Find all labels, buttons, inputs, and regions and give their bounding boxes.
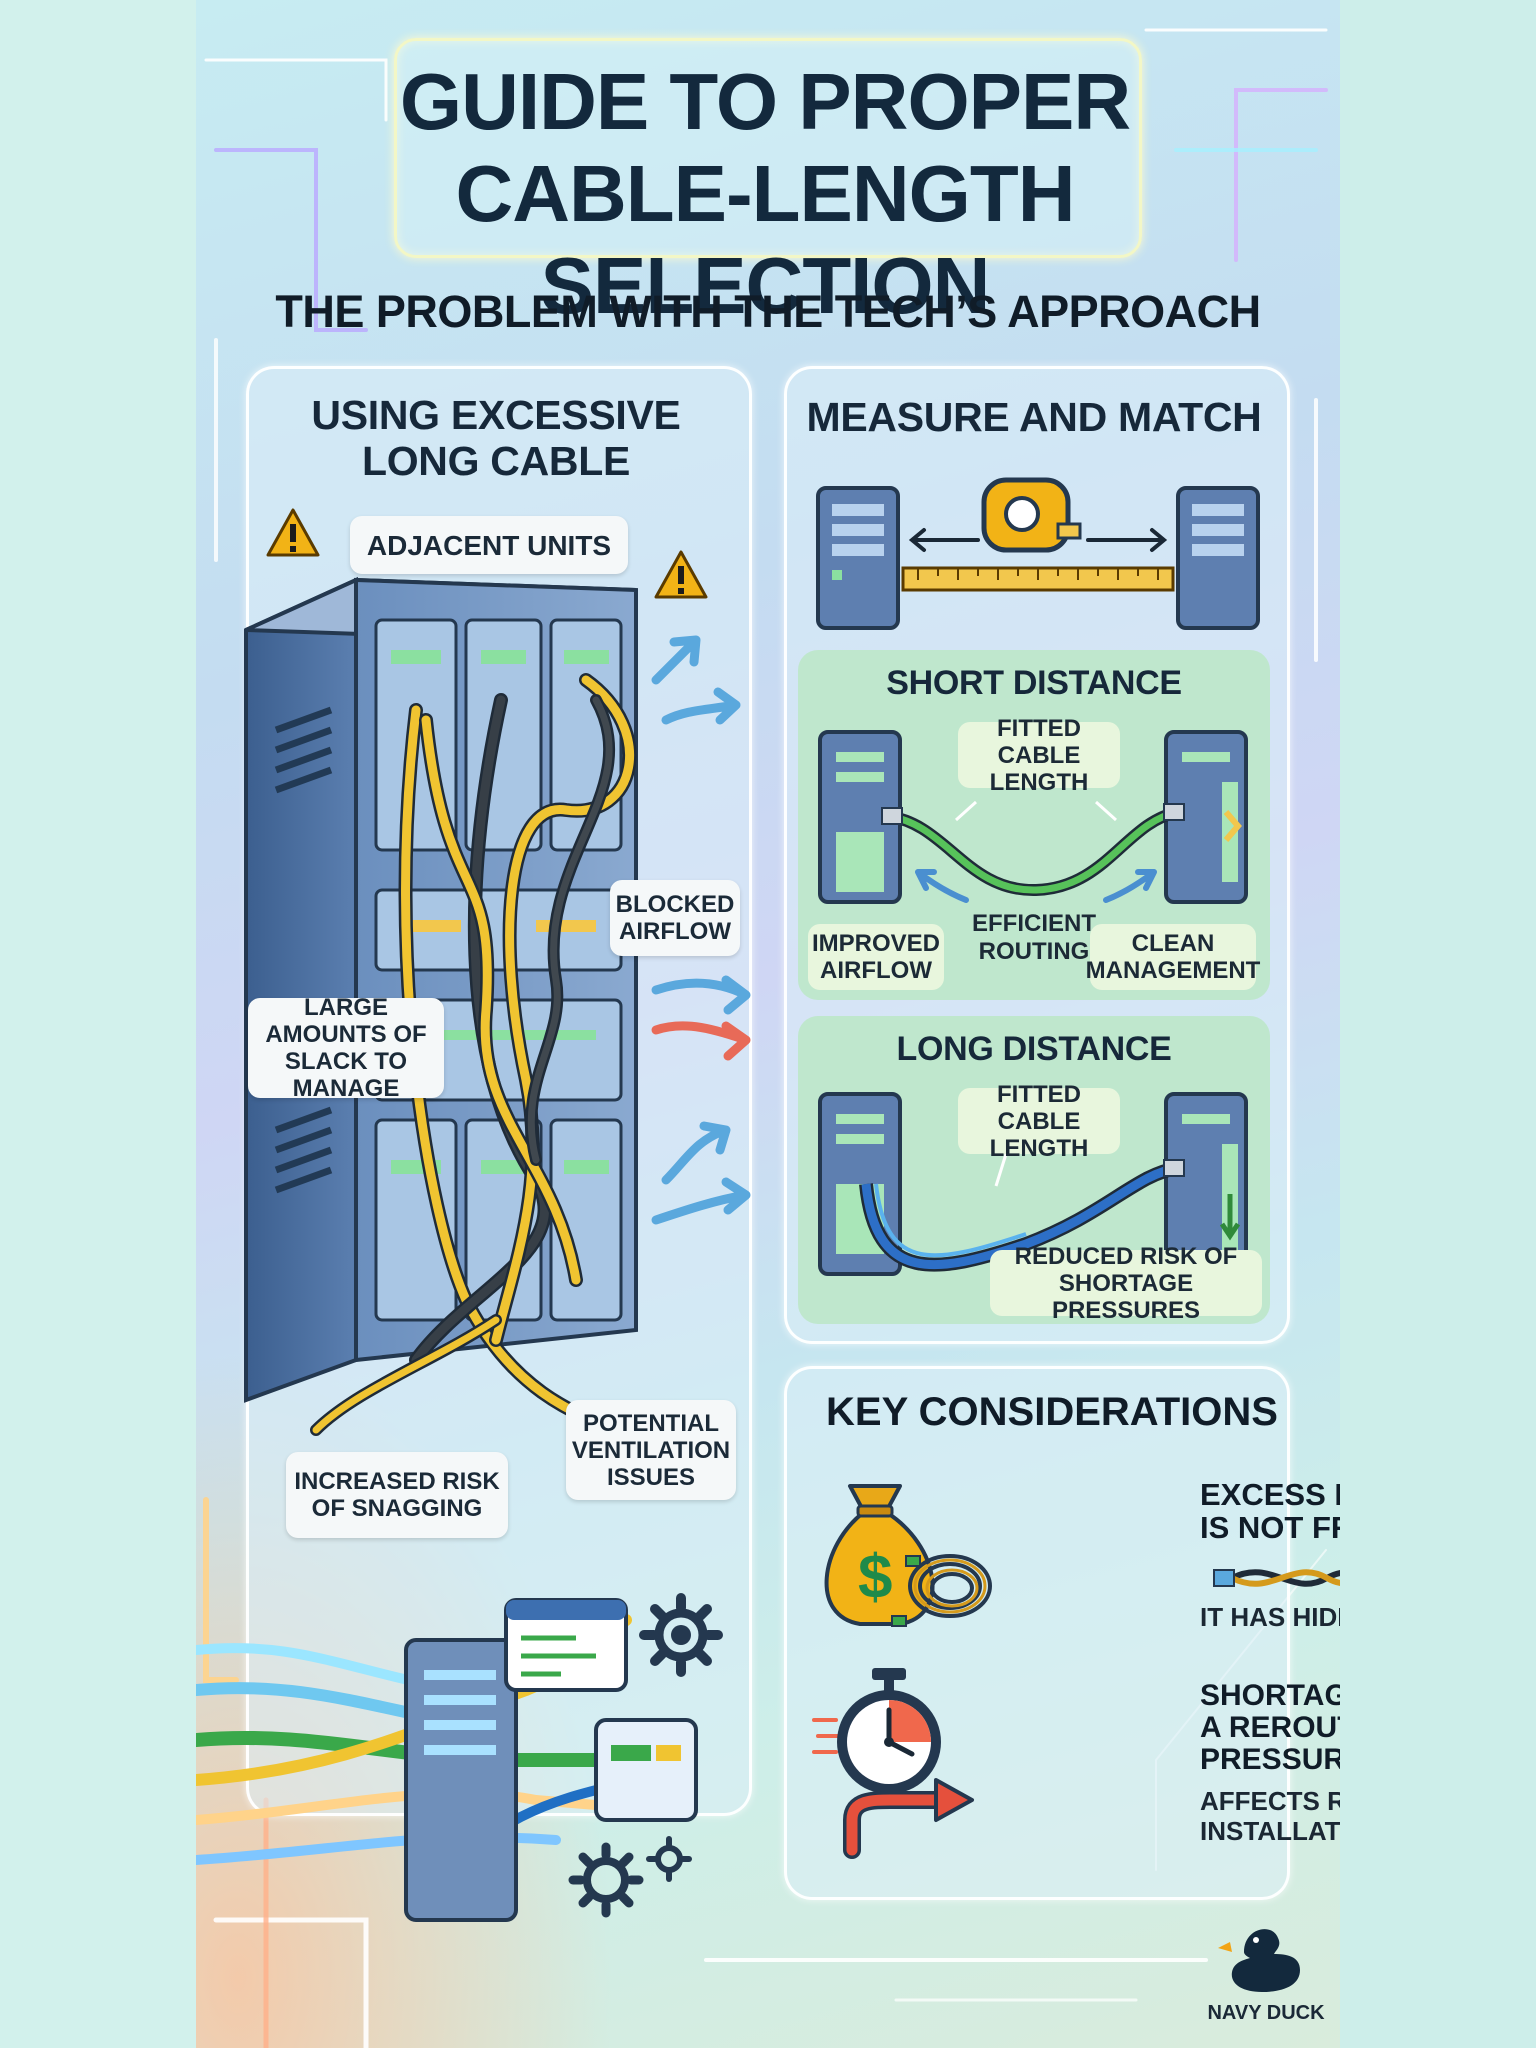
title-line-1: GUIDE TO PROPER	[399, 57, 1131, 146]
long-distance-illustration	[818, 1092, 1248, 1285]
braided-cable-icon	[1213, 1569, 1340, 1587]
excessive-cable-title-line-1: USING EXCESSIVE	[311, 392, 681, 438]
real-time-installation-line-2: INSTALLATION	[1200, 1816, 1340, 1846]
section-subtitle: THE PROBLEM WITH THE TECH’S APPROACH	[275, 286, 1261, 337]
key-considerations-title: KEY CONSIDERATIONS	[826, 1390, 1278, 1434]
long-fitted-cable-tag: FITTED CABLE LENGTH	[958, 1081, 1120, 1162]
money-bag-symbol: $	[858, 1543, 892, 1612]
excessive-cable-title-line-2: LONG CABLE	[361, 438, 631, 484]
page-title: GUIDE TO PROPER CABLE-LENGTH SELECTION	[394, 56, 1136, 332]
brand-name: NAVY DUCK	[1207, 2002, 1325, 2024]
hidden-costs-text: IT HAS HIDDEN COSTS	[1200, 1602, 1340, 1632]
money-bag-icon: $	[824, 1484, 992, 1627]
excess-length-heading-line-2: IS NOT FREE	[1200, 1510, 1340, 1545]
callout-blocked-airflow: BLOCKED AIRFLOW	[610, 880, 740, 956]
short-distance-illustration	[818, 730, 1248, 904]
short-distance-title: SHORT DISTANCE	[886, 664, 1182, 702]
callout-ventilation: POTENTIAL VENTILATION ISSUES	[566, 1400, 736, 1500]
warning-icon	[266, 508, 320, 557]
gear-icon	[646, 1836, 692, 1882]
stopwatch-icon	[812, 1668, 941, 1794]
excessive-cable-title: USING EXCESSIVE LONG CABLE	[246, 392, 746, 484]
title-frame	[394, 38, 1142, 258]
long-distance-title: LONG DISTANCE	[896, 1030, 1172, 1068]
shortage-heading-line-1: SHORTAGE FORCES	[1200, 1679, 1340, 1712]
title-line-2: CABLE-LENGTH SELECTION	[455, 149, 1075, 330]
measure-illustration	[816, 477, 1260, 630]
short-clean-management: CLEAN MANAGEMENT	[1086, 924, 1260, 990]
real-time-installation-line-1: AFFECTS REAL-TIME	[1200, 1786, 1340, 1816]
real-time-installation-text: AFFECTS REAL-TIME INSTALLATION	[1200, 1786, 1340, 1846]
callout-snagging: INCREASED RISK OF SNAGGING	[286, 1452, 508, 1538]
shortage-heading-line-2: A REROUTE UNDER	[1200, 1711, 1340, 1744]
tape-measure-icon	[981, 477, 1082, 553]
server-rack-illustration	[244, 576, 663, 1447]
short-fitted-cable-tag: FITTED CABLE LENGTH	[958, 715, 1120, 796]
warning-icon	[654, 550, 708, 599]
gear-icon	[639, 1593, 723, 1677]
short-improved-airflow: IMPROVED AIRFLOW	[808, 924, 944, 990]
duck-logo-icon	[1218, 1929, 1300, 1992]
left-margin	[0, 0, 196, 2048]
excess-length-heading-text: EXCESS LENGTH IS NOT FREE	[1200, 1478, 1340, 1544]
key-considerations-panel	[784, 1366, 1290, 1900]
airflow-arrows	[651, 635, 751, 1225]
long-reduced-risk-tag: REDUCED RISK OF SHORTAGE PRESSURES	[990, 1243, 1262, 1324]
shortage-heading-line-3: PRESSURE	[1200, 1743, 1340, 1776]
measure-match-title: MEASURE AND MATCH	[806, 394, 1262, 440]
shortage-heading-text: SHORTAGE FORCES A REROUTE UNDER PRESSURE	[1200, 1680, 1340, 1776]
reroute-arrow-icon	[843, 1778, 974, 1859]
callout-adjacent-units: ADJACENT UNITS	[350, 516, 628, 574]
infographic-poster: GUIDE TO PROPER CABLE-LENGTH SELECTION T…	[196, 0, 1340, 2048]
excess-length-heading-line-1: EXCESS LENGTH	[1200, 1477, 1340, 1512]
right-margin	[1340, 0, 1536, 2048]
short-efficient-routing: EFFICIENT ROUTING	[972, 910, 1096, 965]
callout-large-slack: LARGE AMOUNTS OF SLACK TO MANAGE	[248, 994, 444, 1102]
gear-icon	[568, 1842, 644, 1918]
computer-cables-illustration	[196, 1598, 698, 1922]
